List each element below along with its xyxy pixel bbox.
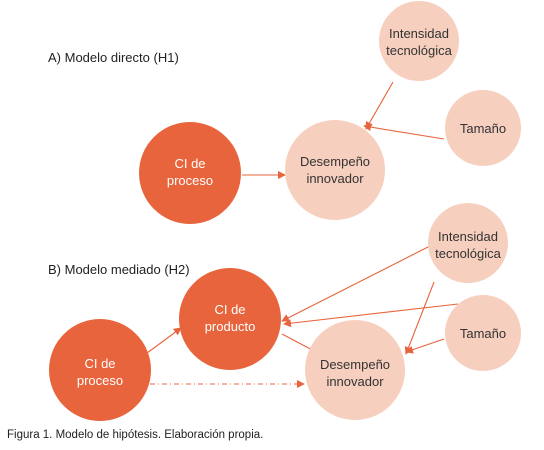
- node-a-desempeno-line2: innovador: [306, 171, 364, 186]
- node-a-intensidad: Intensidad tecnológica: [379, 1, 459, 81]
- arrow-b-intensidad-to-desempeno: [404, 281, 435, 355]
- node-a-intensidad-line1: Intensidad: [389, 26, 449, 41]
- node-a-tamano: Tamaño: [445, 90, 521, 166]
- arrow-a-tamano-to-desempeno: [363, 123, 445, 140]
- section-a-title: A) Modelo directo (H1): [48, 50, 179, 65]
- node-b-desempeno: Desempeño innovador: [305, 320, 405, 420]
- arrow-b-ci-proceso-to-ci-producto: [142, 327, 182, 357]
- node-b-intensidad-line2: tecnológica: [435, 246, 502, 261]
- node-a-desempeno-line1: Desempeño: [300, 154, 370, 169]
- node-a-ci-proceso: CI de proceso: [139, 122, 241, 224]
- node-b-intensidad: Intensidad tecnológica: [428, 203, 508, 283]
- arrow-a-intensidad-to-desempeno: [365, 81, 394, 130]
- node-b-desempeno-line2: innovador: [326, 374, 384, 389]
- arrow-b-intensidad-to-ci-producto: [281, 245, 431, 322]
- node-b-ci-producto-line2: producto: [205, 319, 256, 334]
- node-b-ci-proceso: CI de proceso: [49, 319, 151, 421]
- arrow-b-tamano-to-ci-producto: [283, 303, 459, 328]
- node-b-desempeno-line1: Desempeño: [320, 357, 390, 372]
- node-a-ci-proceso-line1: CI de: [174, 156, 205, 171]
- section-b-title: B) Modelo mediado (H2): [48, 262, 190, 277]
- node-b-intensidad-line1: Intensidad: [438, 229, 498, 244]
- node-b-ci-proceso-line1: CI de: [84, 356, 115, 371]
- node-a-tamano-label: Tamaño: [460, 121, 506, 136]
- figure-caption: Figura 1. Modelo de hipótesis. Elaboraci…: [7, 429, 264, 441]
- arrow-b-tamano-to-desempeno: [405, 338, 445, 354]
- node-a-intensidad-line2: tecnológica: [386, 43, 453, 58]
- node-b-ci-proceso-line2: proceso: [77, 373, 123, 388]
- node-b-ci-producto: CI de producto: [179, 268, 281, 370]
- node-a-desempeno: Desempeño innovador: [285, 120, 385, 220]
- node-b-tamano: Tamaño: [445, 295, 521, 371]
- node-a-ci-proceso-line2: proceso: [167, 173, 213, 188]
- node-b-ci-producto-line1: CI de: [214, 302, 245, 317]
- node-b-tamano-label: Tamaño: [460, 326, 506, 341]
